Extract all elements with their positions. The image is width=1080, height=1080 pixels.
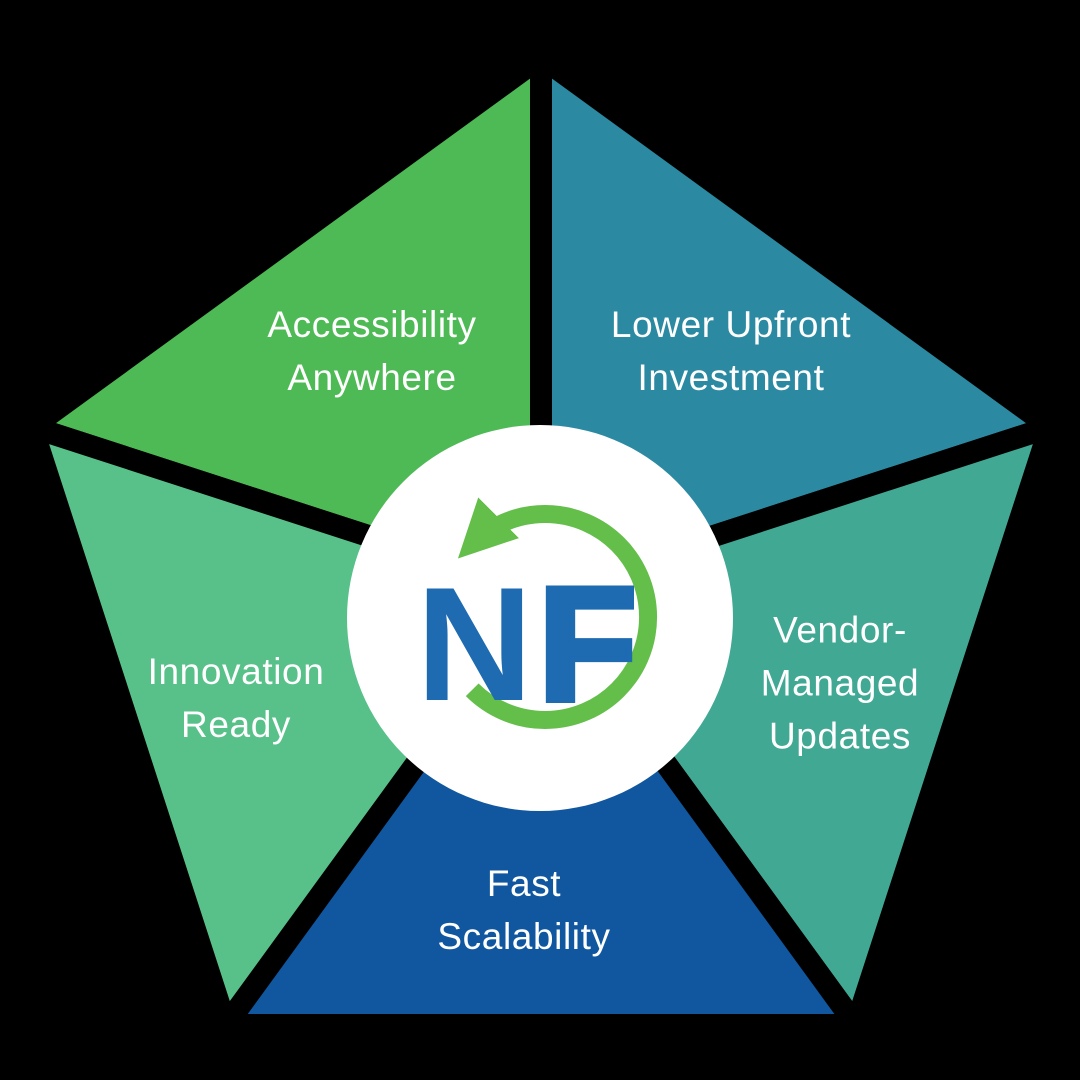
refresh-arrow-icon (457, 497, 658, 729)
logo-circle (347, 425, 733, 811)
logo-letter-n: N (416, 554, 533, 735)
logo-letter-f: F (538, 554, 637, 735)
